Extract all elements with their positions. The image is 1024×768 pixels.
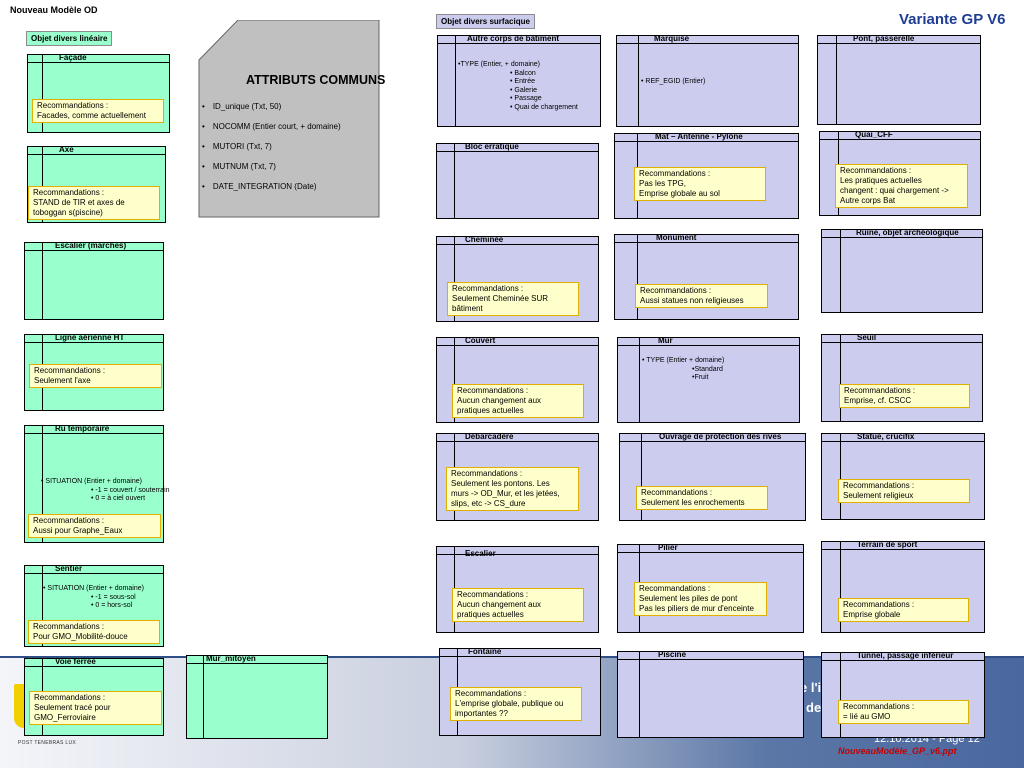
recommendation-note: Recommandations :STAND de TIR et axes de… <box>28 186 160 220</box>
class-box-escalier-marches[interactable]: Escalier (marches) <box>24 241 164 320</box>
class-box-couvert[interactable]: Couvert Recommandations :Aucun changemen… <box>436 336 599 423</box>
class-title: Terrain de sport <box>857 540 918 549</box>
class-box-axe[interactable]: Axe Recommandations :STAND de TIR et axe… <box>27 145 166 223</box>
class-box-sentier[interactable]: Sentier • SITUATION (Entier + domaine) •… <box>24 564 164 647</box>
recommendation-note: Recommandations :Pas les TPG,Emprise glo… <box>634 167 766 201</box>
class-title: Fontaine <box>468 647 502 656</box>
class-box-ouvrage-protection-rives[interactable]: Ouvrage de protection des rives Recomman… <box>619 432 806 521</box>
class-box-voie-ferree[interactable]: Voie ferrée Recommandations :Seulement t… <box>24 657 164 736</box>
class-title: Tunnel, passage inférieur <box>857 651 954 660</box>
class-title: Couvert <box>465 336 496 345</box>
recommendation-note: Recommandations :Seulement l'axe <box>29 364 162 388</box>
class-box-pont-passerelle[interactable]: Pont, passerelle <box>817 34 981 125</box>
class-title: Pilier <box>658 543 678 552</box>
class-box-monument[interactable]: Monument Recommandations :Aussi statues … <box>614 233 799 320</box>
common-attributes-title: ATTRIBUTS COMMUNS <box>246 73 386 87</box>
class-title: Ru temporaire <box>55 424 110 433</box>
class-title: Marquise <box>654 34 690 43</box>
class-box-autre-corps-batiment[interactable]: Autre corps de bâtiment •TYPE (Entier, +… <box>437 34 601 127</box>
recommendation-note: Recommandations :Les pratiques actuelles… <box>835 164 968 208</box>
recommendation-note: Recommandations :Seulement les enrocheme… <box>636 486 768 510</box>
page-title: Nouveau Modèle OD <box>10 5 98 15</box>
class-title: Sentier <box>55 564 83 573</box>
attribute-list: • TYPE (Entier + domaine) •Standard •Fru… <box>642 357 725 381</box>
attribute-list: • REF_EGID (Entier) <box>641 78 706 85</box>
class-box-seuil[interactable]: Seuil Recommandations :Emprise, cf. CSCC <box>821 333 983 422</box>
class-title: Seuil <box>857 333 877 342</box>
class-title: Ruine, objet archéologique <box>856 228 959 237</box>
background-text-fragment: de <box>806 700 822 715</box>
class-box-ruine[interactable]: Ruine, objet archéologique <box>821 228 983 313</box>
class-title: Statue, crucifix <box>857 432 915 441</box>
class-box-ru-temporaire[interactable]: Ru temporaire • SITUATION (Entier + doma… <box>24 424 170 543</box>
class-box-mat-antenne-pylone[interactable]: Mat – Antenne - Pylône Recommandations :… <box>614 132 799 219</box>
class-title: Cheminée <box>465 235 504 244</box>
class-box-tunnel[interactable]: Tunnel, passage inférieur Recommandation… <box>821 651 985 738</box>
class-title: Ligne aérienne HT <box>55 333 125 342</box>
recommendation-note: Recommandations :Seulement les piles de … <box>634 582 767 616</box>
common-attribute-item: ID_unique (Txt, 50) <box>202 102 341 111</box>
common-attribute-item: NOCOMM (Entier court, + domaine) <box>202 122 341 131</box>
background-text-fragment: e l'i <box>800 680 822 695</box>
recommendation-note: Recommandations :Seulement religieux <box>838 479 970 503</box>
class-box-piscine[interactable]: Piscine <box>617 650 804 738</box>
footer-filename: NouveauModèle_GP_v6.ppt <box>838 746 957 756</box>
common-attribute-item: MUTORI (Txt, 7) <box>202 142 341 151</box>
class-title: Bloc erratique <box>465 142 519 151</box>
variant-title: Variante GP V6 <box>899 11 1006 28</box>
recommendation-note: Recommandations :Pour GMO_Mobilité-douce <box>28 620 160 644</box>
class-box-terrain-sport[interactable]: Terrain de sport Recommandations :Empris… <box>821 540 985 633</box>
class-title: Escalier (marches) <box>55 241 127 250</box>
class-title: Ouvrage de protection des rives <box>659 432 782 441</box>
class-title: Voie ferrée <box>55 657 96 666</box>
common-attribute-item: MUTNUM (Txt, 7) <box>202 162 341 171</box>
common-attribute-item: DATE_INTEGRATION (Date) <box>202 182 341 191</box>
section-label-linear: Objet divers linéaire <box>26 31 113 46</box>
recommendation-note: Recommandations :Seulement les pontons. … <box>446 467 579 511</box>
recommendation-note: Recommandations :Facades, comme actuelle… <box>32 99 164 123</box>
recommendation-note: Recommandations :Aussi pour Graphe_Eaux <box>28 514 161 538</box>
class-box-escalier[interactable]: Escalier Recommandations :Aucun changeme… <box>436 546 599 633</box>
class-title: Piscine <box>658 650 687 659</box>
common-attributes-list: ID_unique (Txt, 50) NOCOMM (Entier court… <box>202 102 341 202</box>
section-label-surface: Objet divers surfacique <box>436 14 535 29</box>
attribute-list: •TYPE (Entier, + domaine) • Balcon • Ent… <box>458 61 578 111</box>
class-box-facade[interactable]: Façade Recommandations :Facades, comme a… <box>27 53 170 133</box>
class-box-fontaine[interactable]: Fontaine Recommandations :L'emprise glob… <box>439 647 601 736</box>
class-title: Monument <box>656 233 697 242</box>
class-title: Quai_CFF <box>855 130 893 139</box>
class-title: Débarcadère <box>465 432 514 441</box>
class-box-statue-crucifix[interactable]: Statue, crucifix Recommandations :Seulem… <box>821 432 985 520</box>
class-title: Escalier <box>465 549 496 558</box>
recommendation-note: Recommandations :Emprise globale <box>838 598 969 622</box>
class-box-bloc-erratique[interactable]: Bloc erratique <box>436 142 599 219</box>
class-title: Pont, passerelle <box>853 34 915 43</box>
class-box-debarcadere[interactable]: Débarcadère Recommandations :Seulement l… <box>436 432 599 521</box>
common-attributes-panel: ATTRIBUTS COMMUNS ID_unique (Txt, 50) NO… <box>198 20 385 218</box>
class-title: Autre corps de bâtiment <box>467 34 560 43</box>
class-title: Façade <box>59 53 87 62</box>
class-title: Mat – Antenne - Pylône <box>655 132 743 141</box>
attribute-list: • SITUATION (Entier + domaine) • -1 = co… <box>41 478 170 502</box>
recommendation-note: Recommandations :Emprise, cf. CSCC <box>839 384 970 408</box>
class-box-quai-cff[interactable]: Quai_CFF Recommandations :Les pratiques … <box>819 130 981 216</box>
class-box-mur[interactable]: Mur • TYPE (Entier + domaine) •Standard … <box>617 336 800 423</box>
class-title: Mur <box>658 336 673 345</box>
attribute-list: • SITUATION (Entier + domaine) • -1 = so… <box>43 585 144 609</box>
recommendation-note: Recommandations := lié au GMO <box>838 700 969 724</box>
class-box-ligne-aerienne[interactable]: Ligne aérienne HT Recommandations :Seule… <box>24 333 164 411</box>
class-title: Axe <box>59 145 74 154</box>
class-box-mur-mitoyen[interactable]: Mur_mitoyen <box>186 654 328 739</box>
recommendation-note: Recommandations :Aussi statues non relig… <box>635 284 768 308</box>
class-title: Mur_mitoyen <box>206 654 256 663</box>
class-box-cheminee[interactable]: Cheminée Recommandations :Seulement Chem… <box>436 235 599 322</box>
class-box-marquise[interactable]: Marquise • REF_EGID (Entier) <box>616 34 799 127</box>
class-box-pilier[interactable]: Pilier Recommandations :Seulement les pi… <box>617 543 804 633</box>
recommendation-note: Recommandations :L'emprise globale, publ… <box>450 687 582 721</box>
motto: POST TENEBRAS LUX <box>18 740 76 746</box>
